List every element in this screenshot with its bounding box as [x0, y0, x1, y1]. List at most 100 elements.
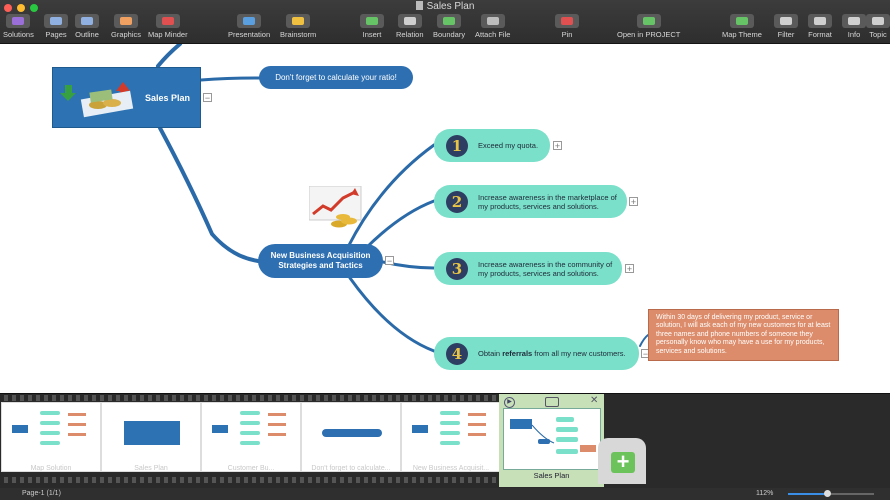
pages-icon — [44, 14, 68, 28]
map-connectors — [156, 44, 649, 353]
solutions-button[interactable]: Solutions — [3, 14, 34, 39]
link-goal4-note — [639, 334, 649, 347]
central-topic-label: Sales Plan — [145, 93, 191, 103]
page-indicator[interactable]: Page-1 (1/1) — [22, 490, 61, 497]
goal-text-3: Increase awareness in the community of m… — [478, 259, 613, 278]
goal-text-2: Increase awareness in the marketplace of… — [478, 192, 617, 211]
maptheme-button[interactable]: Map Theme — [722, 14, 762, 39]
collapse-strategy-button[interactable]: − — [385, 256, 394, 266]
page-thumbnail[interactable]: Don't forget to calculate... — [301, 402, 401, 472]
thumbnail-preview — [12, 411, 86, 445]
goal-topic-1[interactable]: 1 Exceed my quota. — [434, 129, 550, 162]
topic-button[interactable]: Topic — [866, 14, 890, 39]
info-icon — [842, 14, 866, 28]
presentation-icon — [237, 14, 262, 28]
camera-icon[interactable] — [545, 397, 559, 407]
collapse-central-button[interactable]: − — [203, 93, 212, 103]
minimize-window-button[interactable] — [17, 4, 25, 12]
film-perforation-top — [0, 395, 500, 401]
page-thumbnail-caption: Customer Bu... — [227, 465, 275, 472]
zoom-slider-fill — [788, 493, 827, 495]
money-chart-icon — [60, 82, 134, 118]
page-thumbnail-caption: Map Solution — [30, 465, 72, 472]
add-page-button[interactable]: + — [611, 451, 635, 473]
map-minder-icon — [155, 14, 180, 28]
expand-goal-2-button[interactable]: + — [629, 197, 638, 207]
document-icon — [415, 1, 423, 10]
close-icon[interactable]: ✕ — [590, 395, 599, 406]
zoom-slider[interactable] — [788, 490, 874, 497]
graphics-button[interactable]: Graphics — [111, 14, 141, 39]
zoom-window-button[interactable] — [30, 4, 38, 12]
relation-button[interactable]: Relation — [396, 14, 424, 39]
zoom-slider-knob[interactable] — [823, 490, 831, 497]
outline-icon — [75, 14, 99, 28]
link-strat-goal2 — [363, 199, 436, 251]
link-central-strategy — [158, 126, 260, 263]
page-thumbnail-caption: Don't forget to calculate... — [311, 465, 391, 472]
boundary-button[interactable]: Boundary — [433, 14, 465, 39]
page-thumbnail-caption: New Business Acquisit... — [412, 465, 490, 472]
brainstorm-icon — [286, 14, 311, 28]
thumbnail-preview — [412, 411, 486, 445]
referral-note-topic[interactable]: Within 30 days of delivering my product,… — [648, 309, 839, 361]
relation-icon — [397, 14, 422, 28]
central-topic[interactable]: Sales Plan — [52, 67, 201, 128]
goal-number-3: 3 — [446, 257, 468, 280]
link-strat-goal4 — [348, 276, 436, 353]
thumbnail-preview — [124, 421, 180, 445]
attach-file-icon — [480, 14, 505, 28]
boundary-icon — [437, 14, 462, 28]
selected-page-panel[interactable]: ▶ ✕ Sales Plan — [499, 394, 604, 487]
thumbnail-map-preview — [510, 417, 596, 454]
insert-icon — [360, 14, 384, 28]
film-perforation-bottom — [0, 477, 500, 483]
openproject-button[interactable]: Open in PROJECT — [617, 14, 680, 39]
brainstorm-button[interactable]: Brainstorm — [280, 14, 316, 39]
status-bar: Page-1 (1/1) 112% — [0, 488, 890, 500]
expand-goal-1-button[interactable]: + — [553, 141, 562, 151]
mapminder-button[interactable]: Map Minder — [148, 14, 188, 39]
goal-text-1: Exceed my quota. — [478, 141, 539, 150]
info-button[interactable]: Info — [842, 14, 866, 39]
insert-button[interactable]: Insert — [360, 14, 384, 39]
page-thumbnail[interactable]: New Business Acquisit... — [401, 402, 501, 472]
mind-map-canvas[interactable]: Sales Plan − Don't forget to calculate y… — [0, 44, 890, 393]
ratio-topic[interactable]: Don't forget to calculate your ratio! — [259, 66, 413, 89]
play-icon[interactable]: ▶ — [504, 397, 515, 408]
filter-icon — [774, 14, 798, 28]
selected-page-caption: Sales Plan — [533, 471, 570, 480]
expand-goal-3-button[interactable]: + — [625, 264, 634, 274]
solutions-icon — [6, 14, 31, 28]
format-button[interactable]: Format — [808, 14, 832, 39]
page-thumbnail[interactable]: Map Solution — [1, 402, 101, 472]
page-thumbnail[interactable]: Customer Bu... — [201, 402, 301, 472]
close-window-button[interactable] — [4, 4, 12, 12]
goal-topic-2[interactable]: 2 Increase awareness in the marketplace … — [434, 185, 627, 218]
selected-page-thumbnail[interactable] — [503, 408, 601, 470]
link-strat-goal1 — [346, 143, 436, 249]
pin-button[interactable]: Pin — [555, 14, 579, 39]
title-toolbar: Sales Plan Solutions Pages Outline Graphics… — [0, 0, 890, 44]
link-top — [156, 44, 182, 68]
goal-topic-4[interactable]: 4 Obtain referrals from all my new custo… — [434, 337, 639, 370]
pages-button[interactable]: Pages — [44, 14, 68, 39]
strategy-topic[interactable]: New Business Acquisition Strategies and … — [258, 244, 383, 278]
goal-number-1: 1 — [446, 134, 468, 157]
map-theme-icon — [729, 14, 754, 28]
thumbnail-preview — [212, 411, 286, 445]
page-thumbnail[interactable]: Sales Plan — [101, 402, 201, 472]
window-title: Sales Plan — [0, 1, 890, 13]
referrals-emphasis: referrals — [502, 349, 533, 358]
outline-button[interactable]: Outline — [75, 14, 99, 39]
topic-icon — [866, 14, 890, 28]
open-project-icon — [636, 14, 661, 28]
attachfile-button[interactable]: Attach File — [475, 14, 510, 39]
pin-icon — [555, 14, 579, 28]
goal-topic-3[interactable]: 3 Increase awareness in the community of… — [434, 252, 622, 285]
goal-number-2: 2 — [446, 190, 468, 213]
filter-button[interactable]: Filter — [774, 14, 798, 39]
presentation-button[interactable]: Presentation — [228, 14, 270, 39]
goal-text-4: Obtain referrals from all my new custome… — [478, 349, 626, 358]
page-thumbnail-caption: Sales Plan — [134, 465, 168, 472]
